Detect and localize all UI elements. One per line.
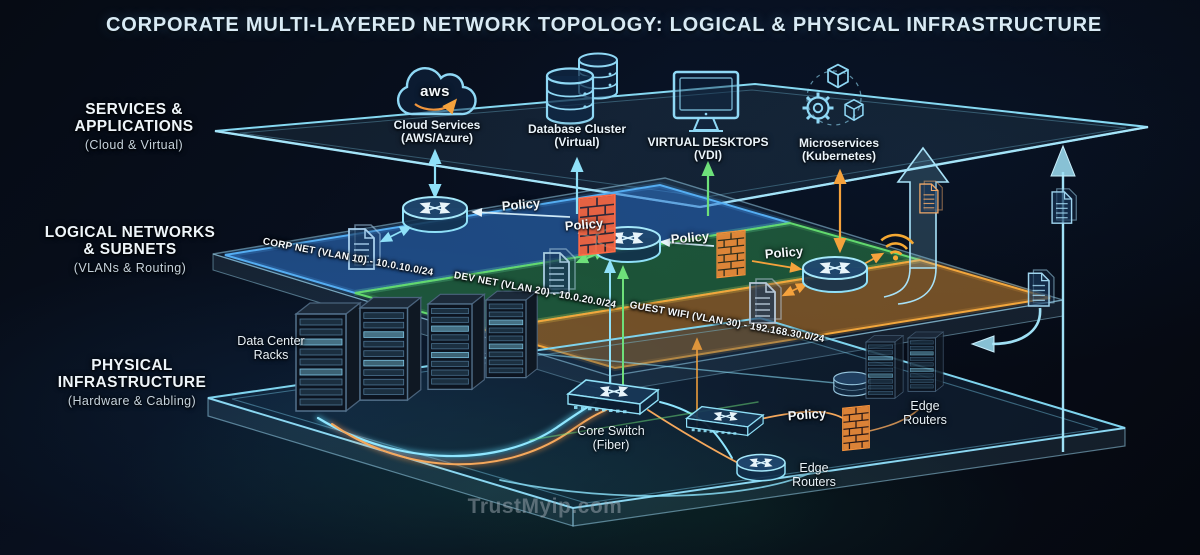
logical-label-line1: LOGICAL NETWORKS [44,224,216,241]
uplink-doc-icon-orange [919,180,943,214]
cloud-services-label: Cloud Services (AWS/Azure) [393,118,481,146]
database-icon [545,52,618,125]
corp-router-icon [403,197,467,232]
fiber-cabling [315,351,919,497]
kubernetes-icon [802,63,864,126]
guest-policy-doc-icon [749,278,782,324]
policy-push-doc-icon [1027,269,1055,307]
microservices-label: Microservices (Kubernetes) [798,136,880,164]
aws-logo-text: aws [420,83,450,100]
edge-router-bottom-icon [737,455,785,481]
container-cube-icon [827,63,849,89]
edge-routers-right-label: Edge Routers [903,399,947,427]
gear-icon [802,92,834,124]
layer-label-logical: LOGICAL NETWORKS & SUBNETS (VLANs & Rout… [45,224,216,275]
guest-router-icon [803,257,867,292]
services-label-line1: SERVICES & [85,101,183,118]
database-cluster-label: Database Cluster (Virtual) [527,122,627,150]
edge-routers-bottom-label: Edge Routers [792,461,836,489]
policy-label-physical: Policy [787,405,827,424]
firewall-icon-dev-guest [716,229,746,279]
page-title: CORPORATE MULTI-LAYERED NETWORK TOPOLOGY… [106,14,1102,36]
data-center-racks-label: Data Center Racks [237,334,305,362]
logical-label-sub: (VLANs & Routing) [73,260,187,275]
monitor-icon [672,70,740,132]
layer-label-services: SERVICES & APPLICATIONS (Cloud & Virtual… [74,101,193,152]
policy-push-curve [991,307,1042,346]
aws-cloud-icon [397,67,477,116]
dev-policy-doc-icon [543,248,576,294]
services-label-sub: (Cloud & Virtual) [84,137,184,152]
core-switch-label: Core Switch (Fiber) [577,424,645,452]
services-label-line2: APPLICATIONS [74,118,194,136]
physical-label-line2: INFRASTRUCTURE [57,374,207,392]
layer-label-physical: PHYSICAL INFRASTRUCTURE (Hardware & Cabl… [58,357,207,408]
watermark: TrustMyip.com [467,495,623,518]
uplink-doc-icon-cyan [1051,188,1077,224]
internet-uplink-arrowhead [1050,144,1076,177]
virtual-desktops-label: VIRTUAL DESKTOPS (VDI) [647,135,769,163]
physical-label-line1: PHYSICAL [91,357,173,374]
firewall-icon-edge [842,404,870,452]
logical-label-line2: & SUBNETS [83,241,177,259]
physical-label-sub: (Hardware & Cabling) [67,393,197,408]
